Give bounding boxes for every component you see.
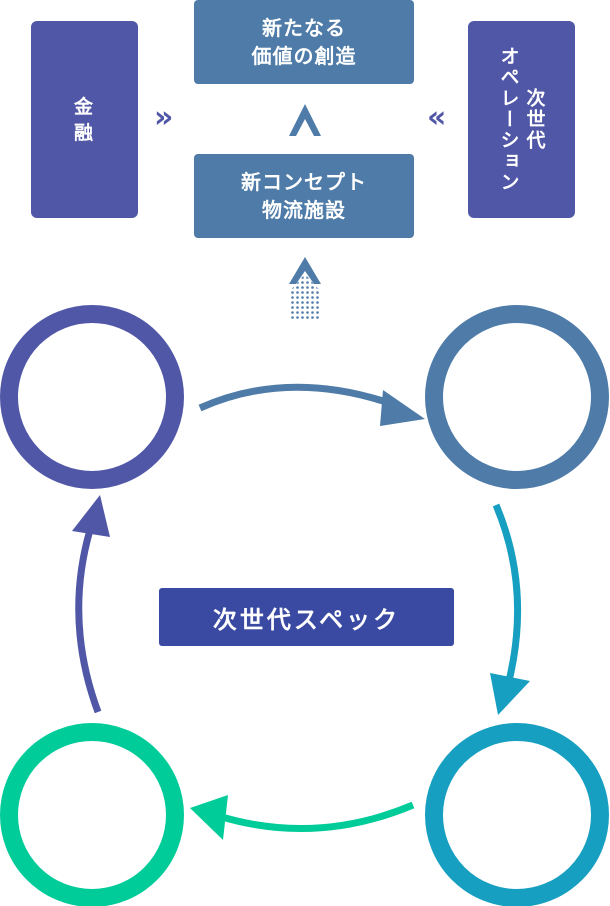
chevron-up-icon: [289, 104, 321, 136]
circle-top-right: [425, 305, 609, 489]
arrow-left: [75, 529, 102, 714]
dotted-chevron-up-icon: [289, 274, 321, 321]
next-gen-operation-label: 次世代 オペレーション: [497, 46, 546, 193]
circle-bottom-right: [425, 723, 609, 906]
top-box-line2: 価値の創造: [251, 44, 357, 68]
dotted-chevron-up-icon-solid: [289, 257, 321, 284]
top-box-line1: 新たなる: [262, 16, 346, 40]
arrow-top: [198, 383, 397, 412]
new-concept-box: 新コンセプト物流施設: [194, 154, 414, 238]
new-value-creation-box: 新たなる価値の創造: [194, 0, 414, 84]
arrow-right: [492, 503, 522, 686]
mid-box-line1: 新コンセプト: [241, 170, 367, 194]
mid-box-line2: 物流施設: [262, 198, 346, 222]
next-gen-operation-box: 次世代 オペレーション: [468, 21, 575, 218]
finance-label: 金 融: [73, 95, 95, 144]
arrow-bottom: [221, 801, 415, 833]
double-chevron-right-icon: »: [154, 100, 174, 135]
circle-top-left: [0, 305, 184, 489]
double-chevron-left-icon: «: [427, 100, 447, 135]
finance-box: 金 融: [31, 21, 138, 218]
next-gen-spec-label: 次世代スペック: [159, 588, 454, 646]
circle-bottom-left: [0, 723, 184, 906]
